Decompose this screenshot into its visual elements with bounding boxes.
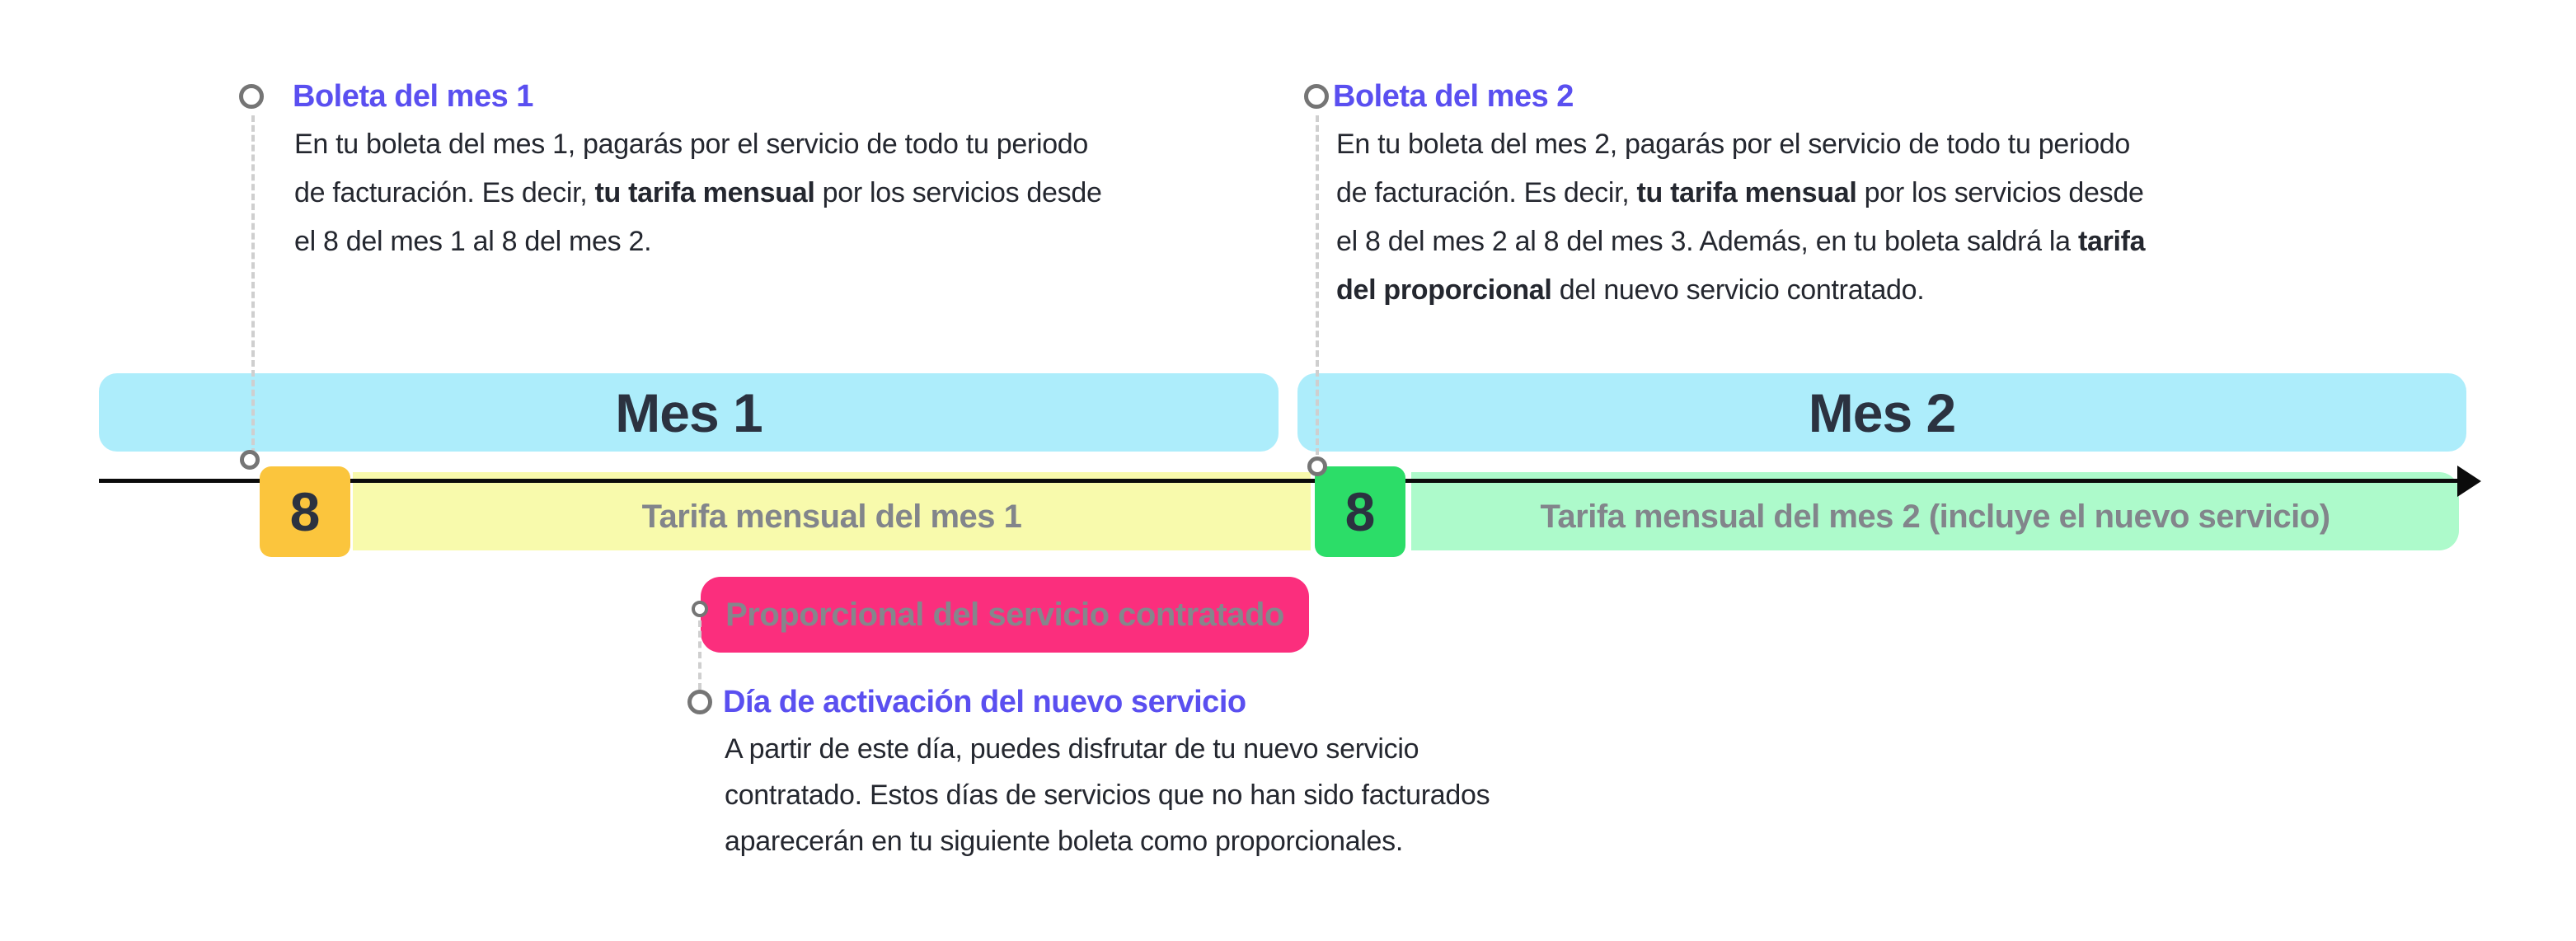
day2-number: 8	[1344, 481, 1376, 542]
activation-dashed-connector	[698, 620, 701, 690]
tariff1-label: Tarifa mensual del mes 1	[641, 499, 1022, 535]
note1-dashed-connector	[251, 115, 255, 455]
activation-title: Día de activación del nuevo servicio	[723, 685, 1246, 719]
tariff2-bar: Tarifa mensual del mes 2 (incluye el nue…	[1411, 472, 2459, 550]
proportional-label: Proporcional del servicio contratado	[725, 596, 1284, 633]
note1-line2: de facturación. Es decir, tu tarifa mens…	[294, 177, 1102, 208]
activation-line1: A partir de este día, puedes disfrutar d…	[725, 733, 1419, 765]
day2-box: 8	[1315, 466, 1405, 557]
month1-label: Mes 1	[615, 382, 762, 443]
note1-body: En tu boleta del mes 1, pagarás por el s…	[294, 120, 1102, 266]
activation-line2: contratado. Estos días de servicios que …	[725, 779, 1490, 811]
day2-marker-circle-icon	[1307, 456, 1327, 476]
timeline-axis-line	[99, 479, 2457, 483]
day1-box: 8	[260, 466, 350, 557]
activation-body: A partir de este día, puedes disfrutar d…	[725, 726, 1490, 864]
day1-number: 8	[289, 481, 321, 542]
note2-body: En tu boleta del mes 2, pagarás por el s…	[1336, 120, 2146, 315]
month1-bar: Mes 1	[99, 373, 1279, 452]
note1-title: Boleta del mes 1	[293, 79, 533, 114]
tariff2-label: Tarifa mensual del mes 2 (incluye el nue…	[1540, 499, 2330, 535]
timeline-arrowhead-icon	[2457, 466, 2481, 497]
proportional-marker-circle-icon	[692, 601, 708, 617]
proportional-bar: Proporcional del servicio contratado	[701, 577, 1309, 653]
note2-line2: de facturación. Es decir, tu tarifa mens…	[1336, 177, 2144, 208]
activation-marker-circle-icon	[687, 690, 712, 714]
note1-line3: el 8 del mes 1 al 8 del mes 2.	[294, 226, 652, 257]
note2-dashed-connector	[1316, 115, 1319, 455]
note2-line4: del proporcional del nuevo servicio cont…	[1336, 274, 1925, 306]
tariff1-bar: Tarifa mensual del mes 1	[353, 472, 1311, 550]
month2-label: Mes 2	[1808, 382, 1956, 443]
day1-marker-circle-icon	[240, 450, 260, 470]
note2-title: Boleta del mes 2	[1333, 79, 1574, 114]
note2-marker-circle-icon	[1304, 84, 1329, 109]
note1-line1: En tu boleta del mes 1, pagarás por el s…	[294, 129, 1089, 160]
note2-line3: el 8 del mes 2 al 8 del mes 3. Además, e…	[1336, 226, 2146, 257]
month2-bar: Mes 2	[1297, 373, 2466, 452]
note2-line1: En tu boleta del mes 2, pagarás por el s…	[1336, 129, 2131, 160]
activation-line3: aparecerán en tu siguiente boleta como p…	[725, 826, 1404, 857]
note1-marker-circle-icon	[239, 84, 264, 109]
